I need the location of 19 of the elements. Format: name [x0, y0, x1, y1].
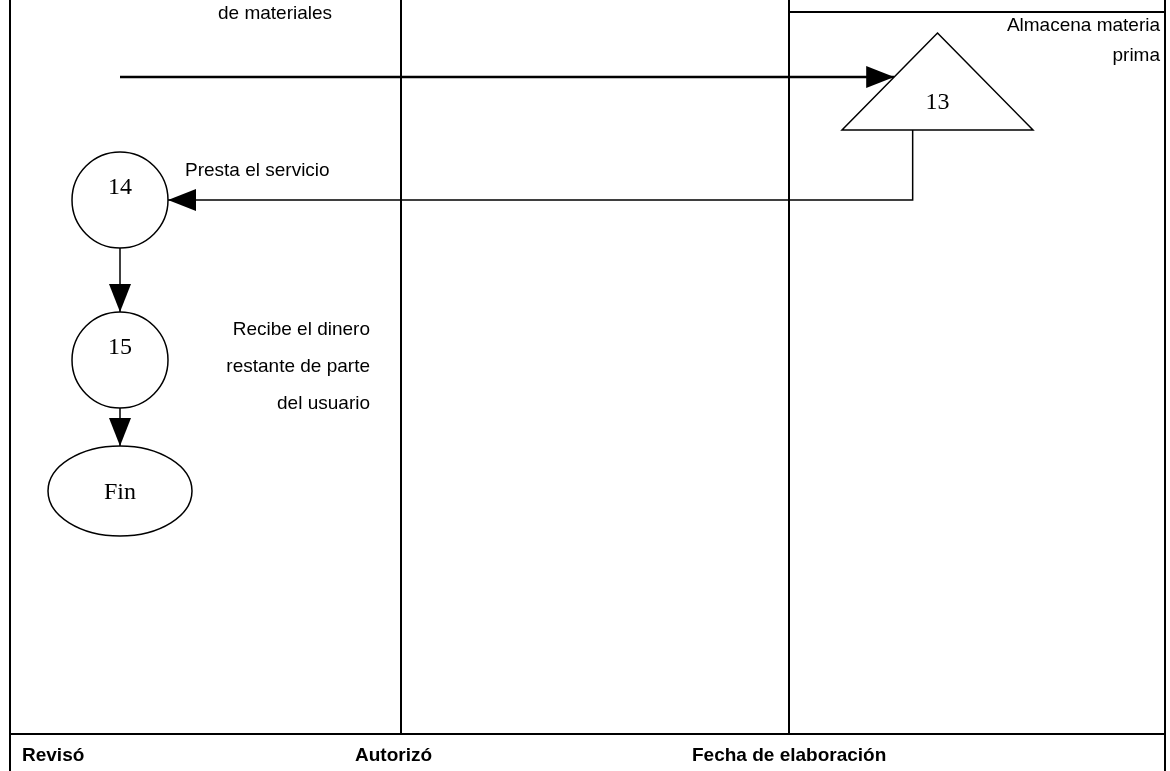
footer-label: Revisó [22, 744, 85, 766]
arrow [109, 247, 131, 313]
step-number: Fin [103, 479, 137, 503]
terminal-ellipse [48, 446, 192, 536]
note-text: de materiales [218, 2, 333, 24]
step-description: Almacena materia prima [1005, 13, 1160, 67]
step-number: 13 [924, 89, 951, 113]
arrow [167, 129, 914, 211]
operation-circle [72, 312, 168, 408]
operation-circle [72, 152, 168, 248]
arrow [109, 407, 131, 447]
step-description: Recibe el dinero restante de parte del usuario [225, 317, 370, 415]
arrow [120, 66, 895, 88]
step-description: Presta el servicio [185, 158, 331, 182]
step-number: 15 [108, 334, 132, 358]
storage-triangle [842, 33, 1033, 130]
footer-label: Fecha de elaboración [692, 744, 887, 766]
step-number: 14 [108, 174, 132, 198]
footer-label: Autorizó [355, 744, 433, 766]
